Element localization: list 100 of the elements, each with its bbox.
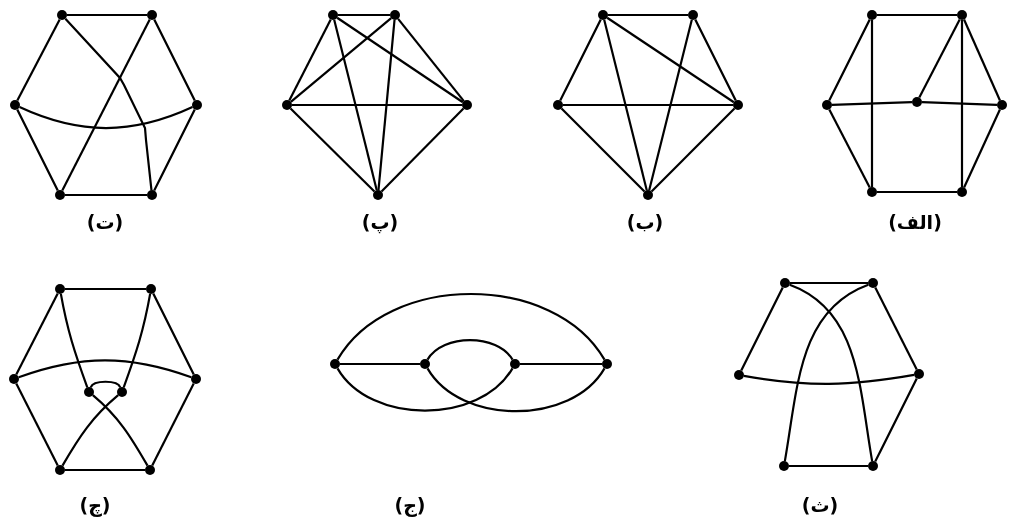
graph-edge: [877, 13, 957, 17]
graph-edge: [426, 367, 606, 413]
graph-edge: [563, 103, 733, 107]
graph-edge: [153, 19, 196, 101]
graph-vertex: [390, 10, 400, 20]
graph-vertex: [84, 387, 94, 397]
graph-vertex: [957, 10, 967, 20]
figure-label: (پ): [361, 212, 399, 232]
graph-edge: [828, 108, 871, 189]
graph-edge: [426, 339, 514, 361]
graph-edge: [921, 101, 998, 106]
graph-edge: [877, 190, 957, 194]
figure-label: (ج): [394, 495, 426, 515]
graph-edge: [831, 101, 913, 106]
graph-edge: [336, 16, 464, 104]
graph-vertex: [734, 370, 744, 380]
graph-edge: [65, 468, 145, 472]
graph-edge: [19, 106, 193, 130]
graph-edge: [59, 293, 89, 388]
graph-edge: [397, 18, 465, 102]
graph-vertex: [868, 278, 878, 288]
figure-label: (ت): [86, 212, 124, 232]
graph-edge: [789, 464, 868, 468]
graph-edge: [874, 286, 918, 371]
graph-vertex: [191, 374, 201, 384]
graph-edge: [694, 19, 737, 101]
graph-vertex: [868, 461, 878, 471]
graph-vertex: [55, 284, 65, 294]
graph-edge: [61, 394, 119, 467]
graph-vertex: [282, 100, 292, 110]
graph-edge: [92, 394, 149, 467]
figure-label: (ب): [626, 212, 664, 232]
graph-edge: [743, 373, 915, 385]
graph-vertex: [510, 359, 520, 369]
graph-vertex: [688, 10, 698, 20]
graph-vertex: [145, 465, 155, 475]
graph-vertex: [553, 100, 563, 110]
graph-edge: [606, 16, 735, 104]
graph-vertex: [867, 10, 877, 20]
graph-vertex: [779, 461, 789, 471]
graph-edge: [122, 293, 152, 388]
figure-label: (ث): [801, 495, 839, 515]
graph-vertex: [147, 10, 157, 20]
graph-vertex: [733, 100, 743, 110]
graph-edge: [870, 20, 874, 187]
graph-edge: [520, 362, 602, 366]
graph-edge: [918, 18, 961, 99]
graph-vertex: [912, 97, 922, 107]
graph-edge: [963, 19, 1001, 101]
graph-vertex: [57, 10, 67, 20]
graph-edge: [960, 20, 964, 187]
graph-edge: [377, 19, 396, 191]
graph-edge: [874, 377, 918, 463]
graph-edge: [650, 107, 736, 193]
graph-edge: [67, 13, 147, 17]
graph-edge: [16, 109, 59, 191]
graph-vertex: [117, 387, 127, 397]
graph-edge: [290, 17, 392, 103]
graph-edge: [18, 359, 192, 379]
graph-edge: [65, 193, 147, 197]
figure-label: (چ): [79, 495, 111, 515]
graph-edge: [151, 382, 195, 467]
graph-edge: [380, 107, 465, 193]
graph-edge: [15, 292, 59, 376]
graph-edge: [828, 19, 871, 101]
graph-edge: [340, 362, 420, 366]
graph-edge: [336, 293, 606, 361]
graph-vertex: [420, 359, 430, 369]
graph-vertex: [462, 100, 472, 110]
graph-edge: [648, 19, 693, 191]
graph-edge: [15, 382, 59, 467]
graph-vertex: [330, 359, 340, 369]
graph-vertex: [822, 100, 832, 110]
graph-vertex: [997, 100, 1007, 110]
graph-vertex: [146, 284, 156, 294]
graph-vertex: [598, 10, 608, 20]
graph-vertex: [914, 369, 924, 379]
graph-vertex: [780, 278, 790, 288]
graph-edge: [336, 367, 514, 412]
graph-edge: [603, 19, 648, 191]
graph-vertex: [957, 187, 967, 197]
graph-edge: [89, 380, 122, 388]
graph-edge: [65, 287, 146, 291]
graph-vertex: [602, 359, 612, 369]
graph-vertex: [10, 100, 20, 110]
graph-edge: [288, 18, 332, 102]
graph-edge: [333, 19, 378, 191]
graph-vertex: [55, 190, 65, 200]
graph-vertex: [643, 190, 653, 200]
graph-edge: [560, 107, 646, 193]
graph-vertex: [147, 190, 157, 200]
graph-edge: [338, 13, 390, 17]
graph-edge: [963, 109, 1001, 188]
graph-vertex: [55, 465, 65, 475]
graph-edge: [16, 18, 61, 102]
graph-edge: [608, 13, 688, 17]
graph-edge: [559, 19, 602, 101]
graph-vertex: [192, 100, 202, 110]
graph-vertex: [328, 10, 338, 20]
graph-vertex: [9, 374, 19, 384]
